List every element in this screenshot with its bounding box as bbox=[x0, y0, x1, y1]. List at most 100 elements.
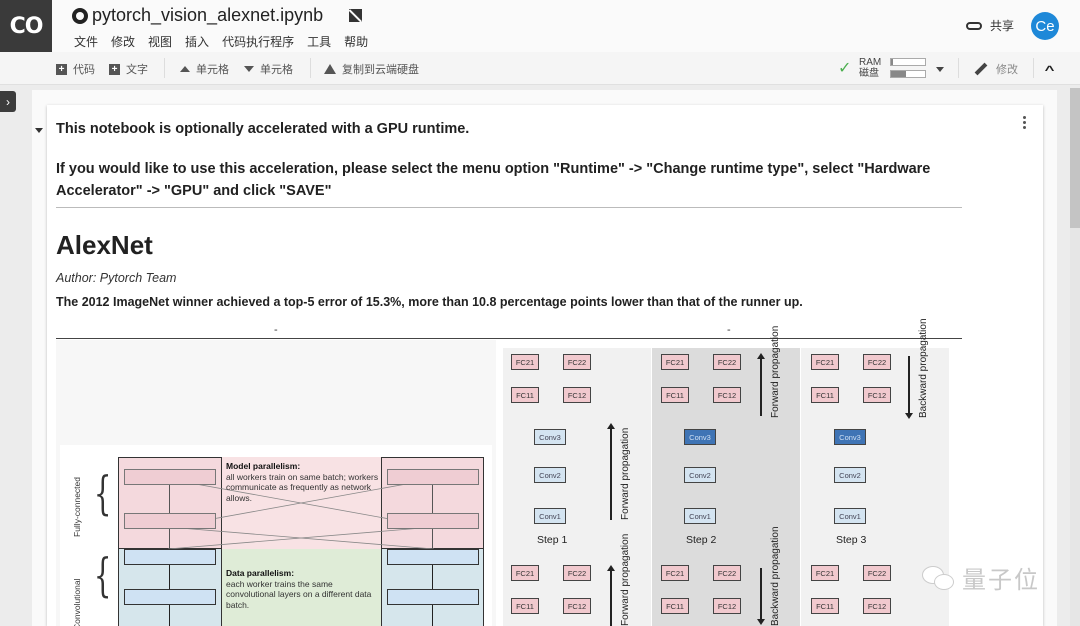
row2-prop-label: Forward propagation bbox=[620, 533, 631, 626]
step-2-label: Step 2 bbox=[686, 534, 717, 546]
data-parallel-panel bbox=[221, 549, 382, 626]
conv-layer-left-mid bbox=[124, 589, 216, 605]
conv3-node-active: Conv3 bbox=[684, 426, 720, 445]
move-cell-down-button[interactable]: 单元格 bbox=[244, 61, 293, 77]
menu-help[interactable]: 帮助 bbox=[344, 35, 369, 49]
fc22-node: FC22 bbox=[863, 565, 891, 581]
fc11-node: FC11 bbox=[811, 387, 839, 403]
copy-to-drive-label: 复制到云端硬盘 bbox=[342, 64, 419, 76]
connector bbox=[432, 529, 433, 549]
fc12-node: FC12 bbox=[863, 387, 891, 403]
menu-view[interactable]: 视图 bbox=[148, 35, 173, 49]
fc21-node: FC21 bbox=[511, 354, 539, 370]
menu-runtime[interactable]: 代码执行程序 bbox=[222, 35, 295, 49]
conv-layer-left-top bbox=[124, 549, 216, 565]
scrollbar-track[interactable] bbox=[1070, 88, 1080, 626]
data-parallelism-text: each worker trains the same convolutiona… bbox=[226, 578, 372, 610]
wechat-icon bbox=[922, 565, 956, 590]
pencil-icon bbox=[974, 62, 988, 76]
conv2-node: Conv2 bbox=[834, 464, 870, 483]
menu-bar: 文件 修改 视图 插入 代码执行程序 工具 帮助 bbox=[74, 33, 368, 50]
fc22-node: FC22 bbox=[563, 565, 591, 581]
page-heading: AlexNet bbox=[56, 230, 153, 260]
conv-brace: { bbox=[93, 548, 112, 602]
toolbar-divider bbox=[1033, 58, 1034, 78]
fc-brace: { bbox=[93, 466, 112, 520]
github-icon bbox=[72, 7, 88, 24]
connector bbox=[169, 529, 170, 549]
table-header-right: - bbox=[727, 324, 731, 336]
user-avatar[interactable]: Ce bbox=[1031, 12, 1059, 40]
section-collapse-icon[interactable] bbox=[35, 128, 43, 133]
move-up-label: 单元格 bbox=[196, 64, 229, 76]
add-text-button[interactable]: + 文字 bbox=[109, 61, 148, 77]
fc22-node: FC22 bbox=[863, 354, 891, 370]
fc11-node: FC11 bbox=[511, 387, 539, 403]
move-down-label: 单元格 bbox=[260, 64, 293, 76]
model-parallelism-note: Model parallelism: all workers train on … bbox=[226, 461, 381, 503]
backward-arrow-icon bbox=[757, 568, 764, 625]
add-code-button[interactable]: + 代码 bbox=[56, 61, 95, 77]
step-3-prop-label: Backward propagation bbox=[918, 318, 929, 418]
fc11-node: FC11 bbox=[511, 598, 539, 614]
fc-layer-right-bottom bbox=[387, 513, 479, 529]
runtime-dropdown-caret[interactable] bbox=[936, 67, 944, 72]
connected-check-icon: ✓ bbox=[838, 60, 852, 77]
edit-mode-button[interactable]: 修改 bbox=[974, 61, 1018, 77]
menu-tools[interactable]: 工具 bbox=[307, 35, 332, 49]
watermark-text: 量子位 bbox=[962, 567, 1040, 594]
move-cell-up-button[interactable]: 单元格 bbox=[180, 61, 229, 77]
add-code-label: 代码 bbox=[73, 64, 95, 76]
title-row: pytorch_vision_alexnet.ipynb bbox=[72, 5, 363, 26]
conv3-node: Conv3 bbox=[534, 426, 570, 445]
fc-layer-right-top bbox=[387, 469, 479, 485]
resource-monitor[interactable]: RAM 磁盘 bbox=[859, 57, 881, 79]
sidebar-toggle[interactable]: › bbox=[0, 91, 16, 112]
add-text-label: 文字 bbox=[126, 64, 148, 76]
disk-label: 磁盘 bbox=[859, 68, 879, 79]
data-parallelism-title: Data parallelism: bbox=[226, 568, 295, 578]
summary-paragraph: The 2012 ImageNet winner achieved a top-… bbox=[56, 295, 803, 309]
step-1-label: Step 1 bbox=[537, 534, 568, 546]
fc-layer-left-top bbox=[124, 469, 216, 485]
fc12-node: FC12 bbox=[713, 387, 741, 403]
fc22-node: FC22 bbox=[713, 565, 741, 581]
fully-connected-label: Fully-connected bbox=[72, 476, 82, 537]
step-1-prop-label: Forward propagation bbox=[620, 427, 631, 520]
conv3-node-active: Conv3 bbox=[834, 426, 870, 445]
ram-label: RAM bbox=[859, 57, 882, 68]
colab-logo[interactable]: CO bbox=[0, 0, 52, 52]
fc22-node: FC22 bbox=[563, 354, 591, 370]
collapse-header-icon[interactable]: ^ bbox=[1044, 63, 1055, 77]
copy-to-drive-button[interactable]: 复制到云端硬盘 bbox=[324, 61, 419, 77]
connector bbox=[169, 485, 170, 513]
conv1-node: Conv1 bbox=[684, 505, 720, 524]
fc12-node: FC12 bbox=[863, 598, 891, 614]
cell-more-menu-icon[interactable] bbox=[1023, 116, 1026, 129]
menu-file[interactable]: 文件 bbox=[74, 35, 99, 49]
forward-arrow-icon bbox=[607, 565, 614, 626]
backward-arrow-icon bbox=[905, 356, 912, 419]
convolutional-label: Convolutional bbox=[72, 578, 82, 626]
fc11-node: FC11 bbox=[661, 387, 689, 403]
conv-layer-right-mid bbox=[387, 589, 479, 605]
conv1-node: Conv1 bbox=[534, 505, 570, 524]
connector bbox=[432, 565, 433, 589]
row2-prop-label: Backward propagation bbox=[770, 526, 781, 626]
scrollbar-thumb[interactable] bbox=[1070, 88, 1080, 228]
share-button[interactable]: 共享 bbox=[966, 17, 1014, 34]
drive-save-disabled-icon[interactable] bbox=[349, 9, 363, 22]
link-icon bbox=[966, 21, 982, 30]
menu-edit[interactable]: 修改 bbox=[111, 35, 136, 49]
horizontal-rule bbox=[56, 207, 962, 208]
step-2-prop-label: Forward propagation bbox=[770, 325, 781, 418]
app-header: CO pytorch_vision_alexnet.ipynb 文件 修改 视图… bbox=[0, 0, 1080, 52]
menu-insert[interactable]: 插入 bbox=[185, 35, 210, 49]
fc12-node: FC12 bbox=[563, 387, 591, 403]
notebook-title[interactable]: pytorch_vision_alexnet.ipynb bbox=[92, 5, 324, 25]
share-label: 共享 bbox=[990, 19, 1015, 33]
conv-layer-right-top bbox=[387, 549, 479, 565]
arrow-down-icon bbox=[244, 66, 254, 72]
fc21-node: FC21 bbox=[661, 565, 689, 581]
fc11-node: FC11 bbox=[661, 598, 689, 614]
